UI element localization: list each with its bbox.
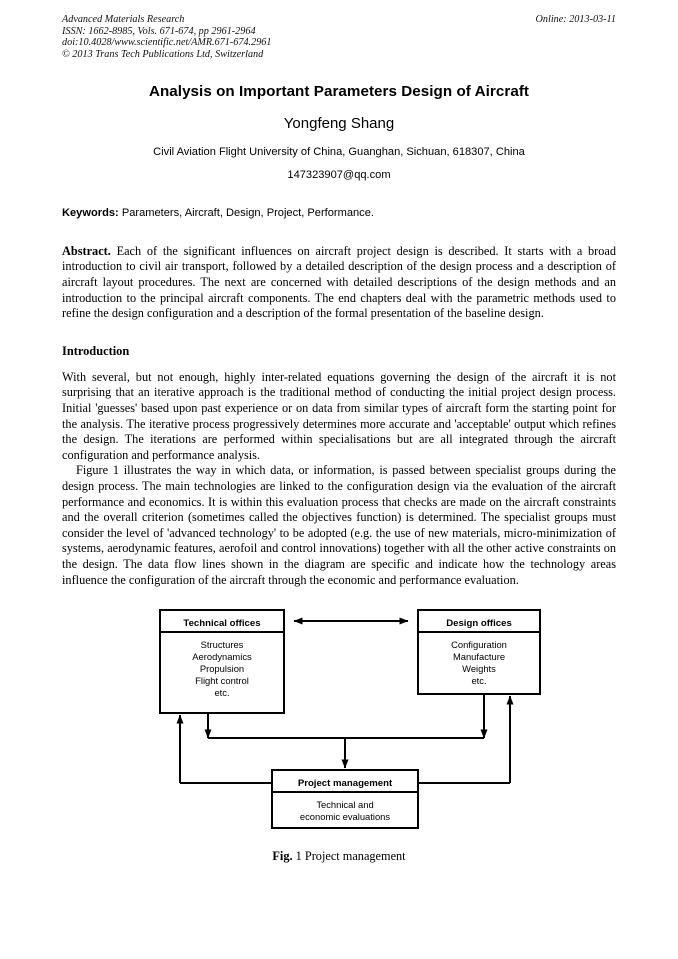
project-management-diagram: Technical offices Structures Aerodynamic… [159, 609, 541, 830]
abstract-paragraph: Abstract. Each of the significant influe… [62, 244, 616, 322]
connector-bus-to-project-management [208, 737, 484, 769]
connector-project-to-design [418, 695, 514, 785]
author-email: 147323907@qq.com [287, 168, 391, 181]
box-design-offices: Design offices Configuration Manufacture… [417, 609, 541, 696]
abstract-text: Each of the significant influences on ai… [62, 243, 617, 321]
box-design-offices-item-2: Weights [462, 663, 496, 674]
box-design-offices-item-0: Configuration [451, 639, 507, 650]
box-project-management-item-1: economic evaluations [300, 811, 390, 822]
author-name: Yongfeng Shang [283, 114, 395, 132]
keywords-label: Keywords: [62, 206, 119, 219]
page-content: Advanced Materials Research ISSN: 1662-8… [62, 0, 616, 870]
box-technical-offices-item-2: Propulsion [200, 663, 244, 674]
journal-header: Advanced Materials Research ISSN: 1662-8… [62, 0, 616, 61]
journal-doi: doi:10.4028/www.scientific.net/AMR.671-6… [62, 37, 272, 49]
introduction-paragraph-1: With several, but not enough, highly int… [62, 369, 616, 462]
section-heading-introduction: Introduction [62, 343, 130, 358]
box-technical-offices-item-1: Aerodynamics [192, 651, 252, 662]
figure-1: Technical offices Structures Aerodynamic… [62, 602, 616, 870]
box-design-offices-title: Design offices [446, 618, 512, 629]
author-affiliation: Civil Aviation Flight University of Chin… [153, 145, 525, 158]
journal-name: Advanced Materials Research [62, 14, 185, 25]
figure-caption-label: Fig. [272, 849, 293, 864]
journal-copyright: © 2013 Trans Tech Publications Ltd, Swit… [62, 49, 264, 61]
box-project-management-title: Project management [298, 778, 393, 789]
box-technical-offices-item-4: etc. [214, 687, 229, 698]
box-technical-offices-title: Technical offices [183, 618, 260, 629]
page-title: Analysis on Important Parameters Design … [148, 82, 530, 100]
online-date: Online: 2013-03-11 [535, 14, 616, 25]
box-project-management: Project management Technical and economi… [271, 769, 419, 830]
figure-caption: Fig. 1 Project management [62, 849, 616, 864]
box-technical-offices-item-3: Flight control [195, 675, 249, 686]
keywords-line: Keywords: Parameters, Aircraft, Design, … [62, 207, 616, 219]
box-project-management-item-0: Technical and [316, 799, 373, 810]
introduction-paragraph-2: Figure 1 illustrates the way in which da… [62, 463, 616, 587]
keywords-value: Parameters, Aircraft, Design, Project, P… [121, 206, 374, 219]
connector-project-to-technical [176, 714, 272, 785]
box-design-offices-item-1: Manufacture [453, 651, 505, 662]
box-design-offices-item-3: etc. [471, 675, 486, 686]
figure-caption-text: 1 Project management [295, 849, 406, 864]
abstract-label: Abstract. [62, 243, 111, 258]
box-technical-offices-item-0: Structures [201, 639, 244, 650]
box-technical-offices: Technical offices Structures Aerodynamic… [159, 609, 285, 715]
journal-issn: ISSN: 1662-8985, Vols. 671-674, pp 2961-… [62, 25, 256, 37]
